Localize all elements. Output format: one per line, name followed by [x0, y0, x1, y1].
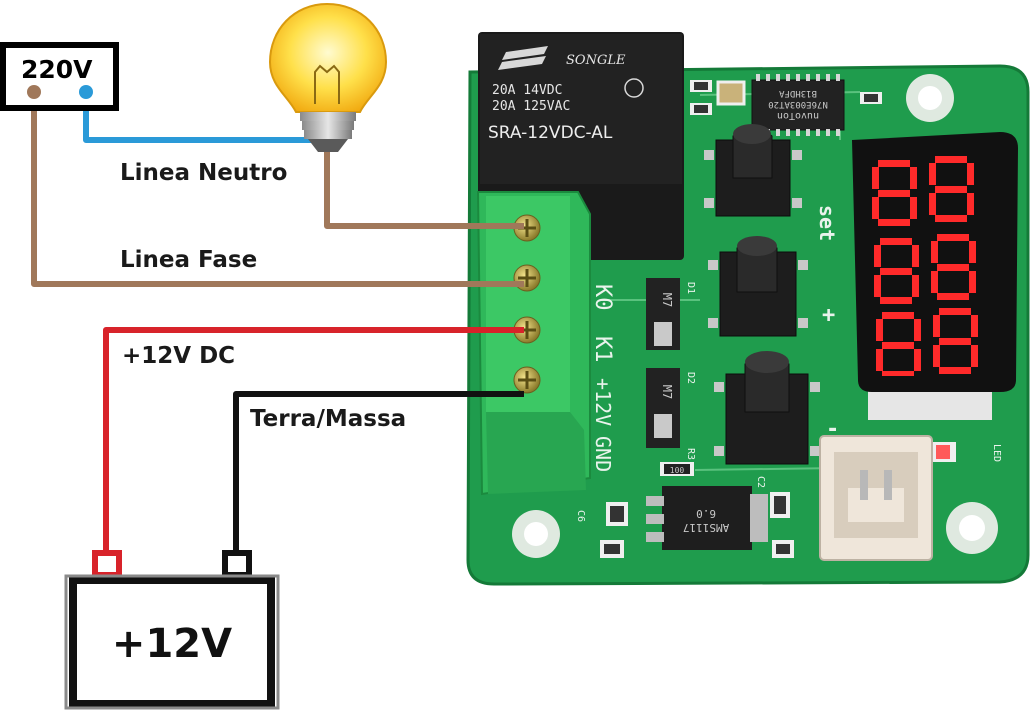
phase-terminal: [27, 85, 41, 99]
c2-label: C2: [755, 476, 766, 488]
ground-wire: [233, 391, 524, 554]
battery-body: [69, 576, 275, 708]
relay-brand: SONGLE: [566, 53, 626, 68]
relay-model: SRA-12VDC-AL: [488, 123, 613, 143]
svg-text:6.0: 6.0: [696, 507, 716, 520]
terminal-label-gnd: GND: [591, 436, 615, 472]
button-plus[interactable]: [708, 236, 808, 337]
plus-label: +: [822, 303, 835, 328]
terminal-screw-gnd: [513, 366, 541, 394]
songle-logo-icon: [498, 46, 548, 70]
battery-positive-terminal: [92, 550, 122, 578]
battery-negative-terminal: [222, 550, 252, 578]
sensor-connector: [819, 435, 933, 561]
minus-label: -: [826, 417, 839, 442]
light-bulb-icon: [268, 2, 388, 152]
lamp-return-wire: [324, 152, 524, 229]
phase-line-label: Linea Fase: [120, 247, 257, 273]
digit-1: [872, 156, 974, 226]
phase-wire: [31, 92, 524, 287]
resistor-code: 100: [670, 466, 685, 475]
r3-label: R3: [685, 448, 696, 460]
neutral-wire: [83, 92, 318, 143]
svg-text:AMS1117: AMS1117: [683, 521, 729, 534]
microcontroller-chip: nuvoTon N76E003AT20 B13HDFA: [751, 74, 845, 136]
terminal-screw-12v: [513, 316, 541, 344]
dc-positive-wire: [103, 327, 524, 554]
terminal-block: [476, 191, 591, 496]
set-label: set: [815, 205, 839, 241]
digit-2: [874, 234, 976, 304]
neutral-line-label: Linea Neutro: [120, 160, 287, 186]
neutral-terminal: [79, 85, 93, 99]
voltage-regulator: AMS1117 6.0: [646, 486, 768, 550]
ul-certification-icon: [624, 78, 644, 98]
smd-components: 100: [600, 80, 956, 558]
ac-source-box: 220V: [0, 42, 119, 111]
terminal-screw-k1: [513, 264, 541, 292]
terminal-label-k1: K1: [590, 336, 615, 363]
relay-rating-dc: 20A 14VDC: [492, 83, 562, 98]
chip-label-2: N76E003AT20: [768, 99, 828, 109]
d1-label: D1: [685, 282, 696, 294]
button-minus[interactable]: [714, 351, 820, 465]
diode-d1: M7: [646, 278, 680, 350]
button-set[interactable]: [704, 124, 802, 217]
terminal-label-k0: K0: [590, 284, 615, 311]
dc-positive-label: +12V DC: [122, 343, 235, 369]
svg-text:M7: M7: [660, 293, 674, 307]
mounting-hole-bl: [512, 510, 560, 558]
relay-rating-ac: 20A 125VAC: [492, 99, 570, 114]
mounting-hole-tr: [906, 74, 954, 122]
seven-segment-display: [852, 132, 1018, 420]
ac-source-label: 220V: [21, 55, 93, 84]
terminal-label-12v: +12V: [591, 378, 615, 426]
c6-label: C6: [575, 510, 586, 522]
diode-d2: M7: [646, 368, 680, 448]
thermostat-board: nuvoTon N76E003AT20 B13HDFA 100 M7: [466, 32, 1030, 586]
led-label: LED: [991, 444, 1002, 462]
digit-3: [876, 308, 978, 376]
d2-label: D2: [685, 372, 696, 384]
chip-label-3: B13HDFA: [778, 88, 817, 98]
battery: +12V: [64, 550, 280, 710]
wires: [31, 92, 524, 554]
ground-label: Terra/Massa: [250, 406, 406, 432]
chip-label-1: nuvoTon: [777, 110, 819, 121]
battery-label: +12V: [112, 621, 232, 667]
mounting-hole-br: [946, 502, 998, 554]
svg-text:M7: M7: [660, 385, 674, 399]
